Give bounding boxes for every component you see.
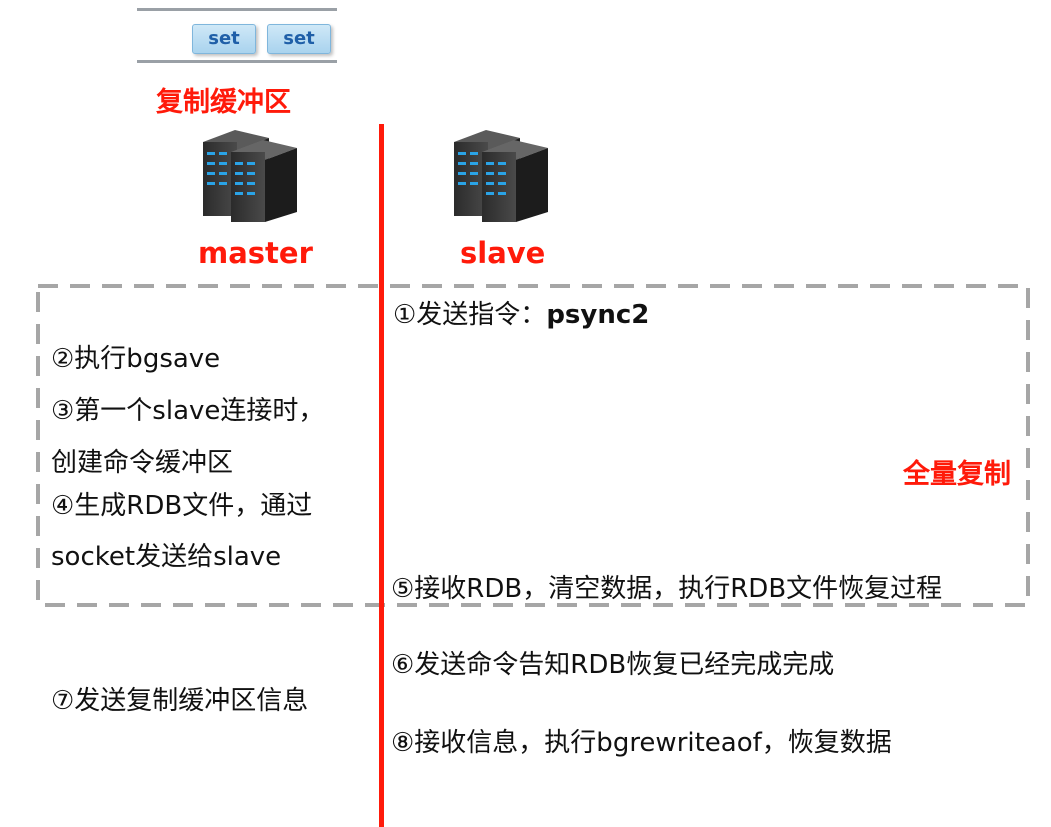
- buffer-bottom-line: [137, 60, 337, 63]
- full-sync-region: [36, 284, 1030, 607]
- slave-label: slave: [460, 236, 546, 270]
- server-icon: [454, 130, 548, 222]
- step-1-text: ①发送指令：: [393, 300, 547, 330]
- step-4-line-1: ④生成RDB文件，通过: [51, 491, 313, 521]
- buffer-top-line: [137, 8, 337, 11]
- step-4-line-2: socket发送给slave: [51, 542, 282, 572]
- step-1: ①发送指令：psync2: [393, 294, 649, 331]
- step-6: ⑥发送命令告知RDB恢复已经完成完成: [391, 650, 835, 680]
- step-7: ⑦发送复制缓冲区信息: [51, 686, 309, 716]
- full-sync-label: 全量复制: [903, 459, 1011, 490]
- replication-buffer: set set: [137, 8, 337, 63]
- buffer-cell-set: set: [267, 24, 331, 54]
- master-slave-divider: [379, 124, 384, 827]
- step-8: ⑧接收信息，执行bgrewriteaof，恢复数据: [391, 728, 892, 758]
- step-5: ⑤接收RDB，清空数据，执行RDB文件恢复过程: [391, 574, 943, 604]
- replication-buffer-label: 复制缓冲区: [156, 87, 291, 118]
- step-3-line-2: 创建命令缓冲区: [51, 448, 234, 478]
- step-3-line-1: ③第一个slave连接时，: [51, 396, 325, 426]
- buffer-cell-set: set: [192, 24, 256, 54]
- psync2-command: psync2: [546, 300, 650, 330]
- master-label: master: [198, 236, 313, 270]
- step-2: ②执行bgsave: [51, 344, 221, 374]
- server-icon: [203, 130, 297, 222]
